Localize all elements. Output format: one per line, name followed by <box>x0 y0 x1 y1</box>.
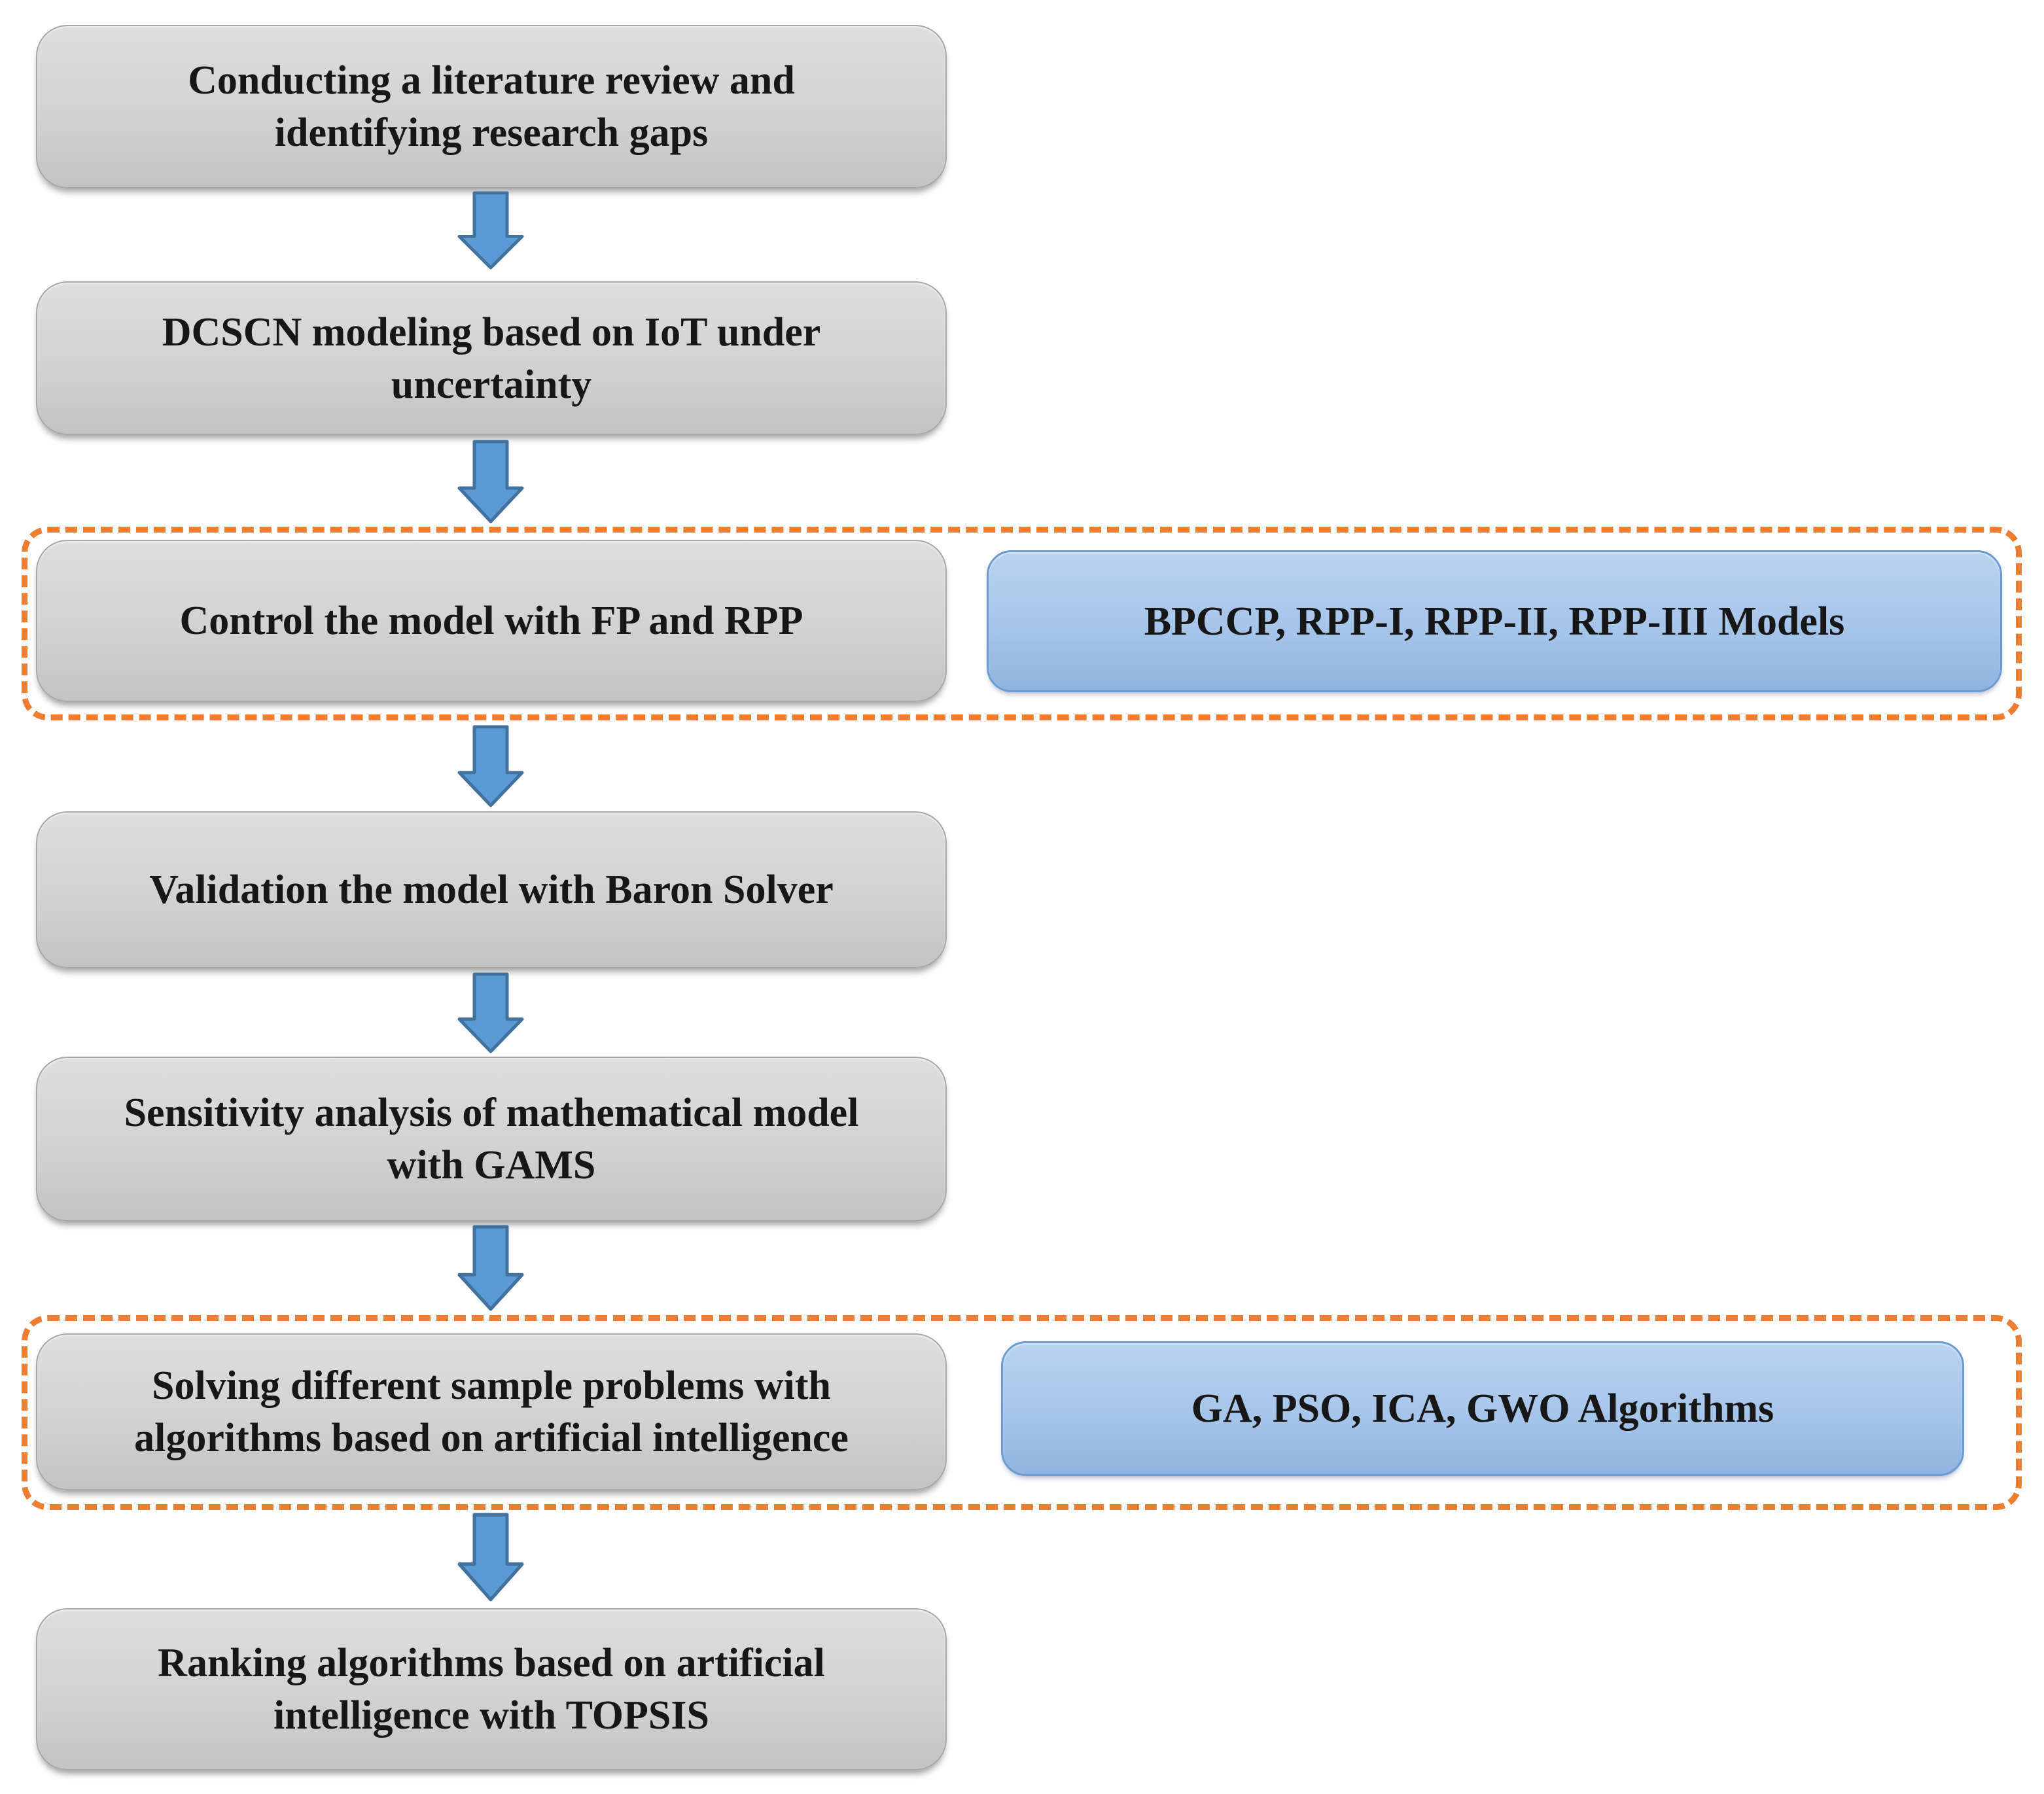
step-label-line: Ranking algorithms based on artificial <box>158 1641 825 1685</box>
flow-step-ranking: Ranking algorithms based on artificial i… <box>36 1608 947 1770</box>
step-label-line: Solving different sample problems with <box>152 1363 831 1408</box>
step-label-line: Validation the model with Baron Solver <box>149 868 834 912</box>
down-arrow-icon <box>457 1225 524 1311</box>
flow-step-solve-samples: Solving different sample problems with a… <box>36 1333 947 1490</box>
step-label-line: intelligence with TOPSIS <box>273 1693 709 1738</box>
flow-step-literature-review: Conducting a literature review and ident… <box>36 25 947 188</box>
annotation-box-algorithms: GA, PSO, ICA, GWO Algorithms <box>1001 1341 1964 1476</box>
down-arrow-icon <box>457 725 524 807</box>
down-arrow-icon <box>457 191 524 270</box>
down-arrow-icon <box>457 972 524 1053</box>
step-label-line: Conducting a literature review and <box>188 58 795 103</box>
group-outline-ai-algorithms <box>22 1315 2022 1510</box>
flow-step-validation: Validation the model with Baron Solver <box>36 811 947 968</box>
step-label-line: algorithms based on artificial intellige… <box>134 1416 849 1460</box>
step-label-line: Control the model with FP and RPP <box>179 599 803 643</box>
flow-step-dcscn-modeling: DCSCN modeling based on IoT under uncert… <box>36 281 947 435</box>
down-arrow-icon <box>457 440 524 523</box>
flow-step-sensitivity-analysis: Sensitivity analysis of mathematical mod… <box>36 1057 947 1222</box>
step-label-line: identifying research gaps <box>274 111 709 155</box>
step-label-line: with GAMS <box>387 1143 596 1187</box>
step-label-line: Sensitivity analysis of mathematical mod… <box>124 1091 859 1135</box>
step-label-line: uncertainty <box>391 362 592 407</box>
annotation-label: GA, PSO, ICA, GWO Algorithms <box>1191 1386 1774 1431</box>
step-label-line: DCSCN modeling based on IoT under <box>162 309 821 355</box>
flow-step-control-model: Control the model with FP and RPP <box>36 540 947 702</box>
down-arrow-icon <box>457 1513 524 1602</box>
group-outline-fp-rpp-models <box>22 527 2022 720</box>
annotation-box-models: BPCCP, RPP-I, RPP-II, RPP-III Models <box>987 550 2002 692</box>
annotation-label: BPCCP, RPP-I, RPP-II, RPP-III Models <box>1144 599 1845 644</box>
